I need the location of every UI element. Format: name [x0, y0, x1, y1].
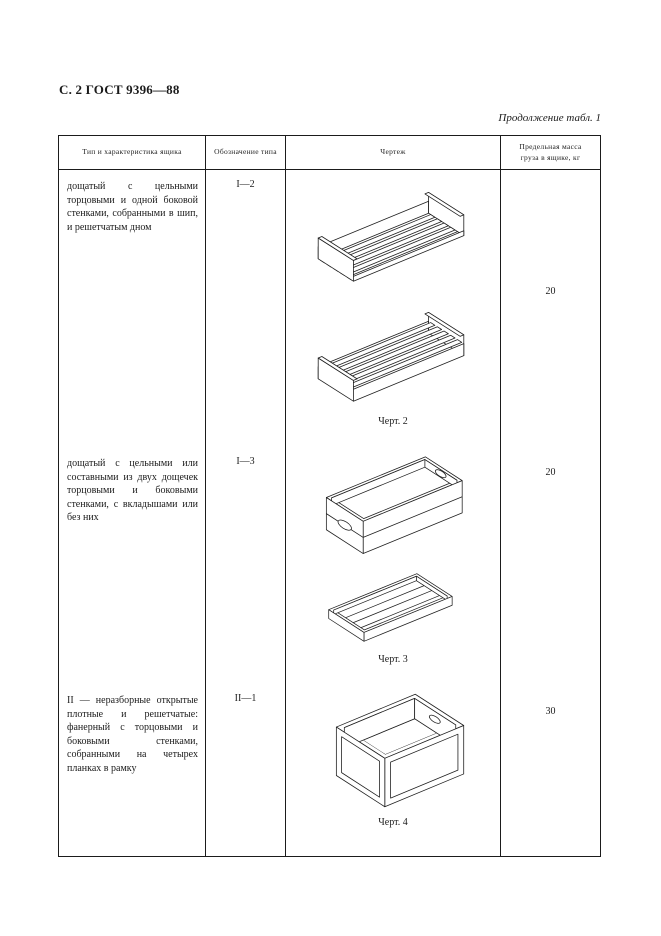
cell-description: дощатый с цельными торцовыми и одной бок…: [59, 170, 205, 447]
crate-drawing-plywood-framed-box: [335, 693, 465, 808]
column-header-type: Тип и характеристика ящика: [82, 147, 182, 157]
table-row: дощатый с цельными торцовыми и одной бок…: [59, 170, 600, 447]
cell-designation: II—1: [205, 684, 285, 856]
cell-max-mass: 20: [500, 170, 600, 447]
type-designation: I—3: [236, 456, 255, 467]
figure-caption: Черт. 2: [378, 416, 408, 427]
table-continuation-note: Продолжение табл. 1: [498, 112, 601, 124]
column-header-drawing: Чертеж: [285, 136, 500, 169]
cell-max-mass: 30: [500, 684, 600, 856]
column-header-max-mass: Предельная масса груза в ящике, кг: [500, 136, 600, 169]
cell-drawing: Черт. 3: [285, 447, 500, 684]
cell-designation: I—3: [205, 447, 285, 684]
table-row: дощатый с цельными или составными из дву…: [59, 447, 600, 684]
cell-drawing: Черт. 2: [285, 170, 500, 447]
cell-designation: I—2: [205, 170, 285, 447]
column-header-designation: Обозначение типа: [205, 136, 285, 169]
crate-drawing-solid-box-handholes: [325, 456, 463, 554]
table-row: II — неразборные открытые плотные и реше…: [59, 684, 600, 856]
cell-drawing: Черт. 4: [285, 684, 500, 856]
crate-drawing-slatted-tray-lower: [317, 312, 465, 402]
type-description: дощатый с цельными торцовыми и одной бок…: [67, 181, 198, 233]
type-designation: II—1: [234, 693, 257, 704]
figure-caption: Черт. 4: [378, 817, 408, 829]
figure-caption: Черт. 3: [378, 653, 408, 665]
cell-description: II — неразборные открытые плотные и реше…: [59, 684, 205, 856]
max-mass-value: 20: [545, 286, 556, 297]
crate-drawing-shallow-tray: [328, 573, 453, 643]
type-designation: I—2: [236, 179, 255, 190]
type-description: II — неразборные открытые плотные и реше…: [67, 695, 198, 774]
type-description: дощатый с цельными или составными из дву…: [67, 458, 198, 523]
table-header-row: Тип и характеристика ящика Обозначение т…: [59, 136, 600, 170]
cell-description: дощатый с цельными или составными из дву…: [59, 447, 205, 684]
max-mass-value: 30: [545, 706, 556, 717]
page-header: С. 2 ГОСТ 9396—88: [59, 82, 180, 97]
cell-max-mass: 20: [500, 447, 600, 684]
types-table: Тип и характеристика ящика Обозначение т…: [58, 135, 601, 857]
crate-drawing-slatted-tray-upper: [317, 192, 465, 282]
max-mass-value: 20: [545, 467, 556, 478]
